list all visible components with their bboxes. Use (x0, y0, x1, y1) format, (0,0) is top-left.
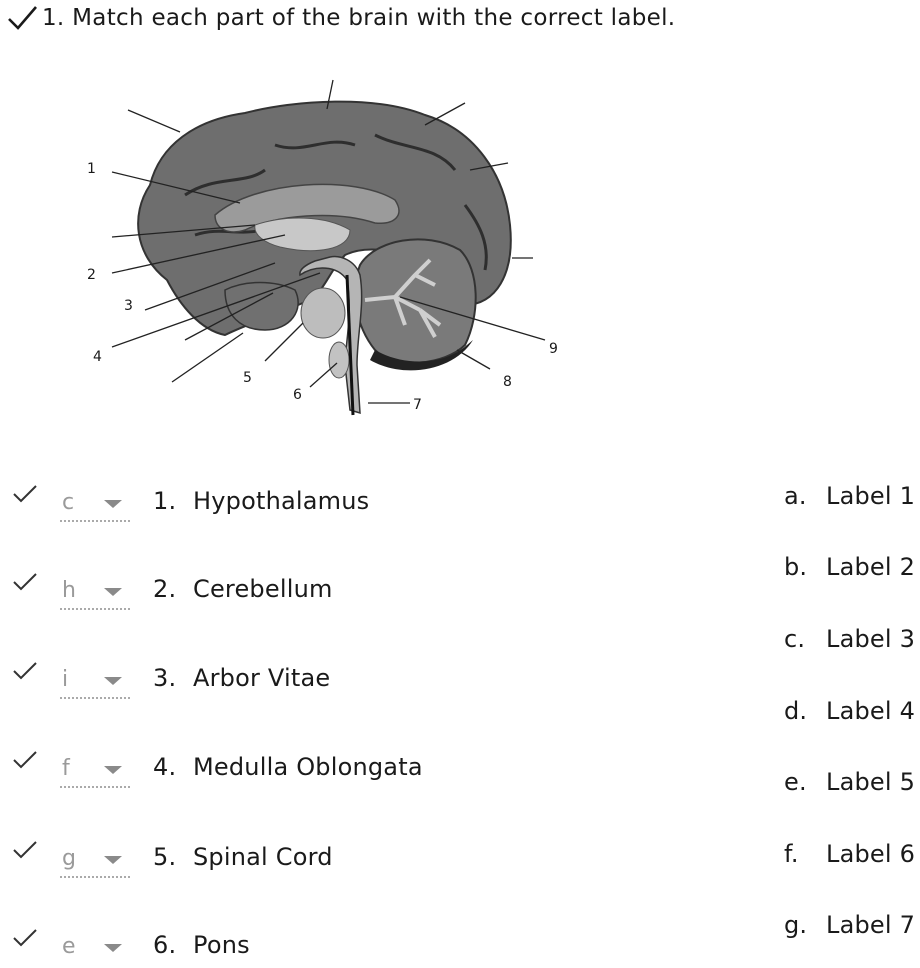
term-number: 6. (153, 931, 177, 959)
option-letter: g. (784, 911, 808, 939)
option-letter: b. (784, 553, 808, 581)
figure-label-2: 2 (87, 267, 96, 283)
term-number: 3. (153, 664, 177, 692)
figure-label-1: 1 (87, 161, 96, 177)
option-label: Label 7 (826, 911, 916, 939)
option-label: Label 6 (826, 840, 916, 868)
option-letter: f. (784, 840, 799, 868)
question-text: 1. Match each part of the brain with the… (42, 5, 676, 31)
term-text: Spinal Cord (193, 843, 333, 871)
checkmark-icon (13, 485, 37, 503)
dropdown-value: h (62, 578, 76, 603)
option-item: e. Label 5 (784, 768, 915, 796)
term-text: Pons (193, 931, 250, 959)
term-label: 4. Medulla Oblongata (153, 753, 423, 781)
answer-dropdown[interactable]: h (56, 578, 132, 612)
answer-dropdown[interactable]: c (56, 490, 132, 524)
checkmark-icon (13, 841, 37, 859)
caret-down-icon (104, 766, 122, 774)
arbor-vitae-shape (364, 258, 442, 338)
answer-dropdown[interactable]: g (56, 846, 132, 880)
leader-lines (111, 79, 546, 404)
corpus-callosum-shape (214, 183, 400, 233)
answer-dropdown[interactable]: e (56, 934, 132, 968)
figure-label-8: 8 (503, 374, 512, 390)
caret-down-icon (104, 944, 122, 952)
checkmark-icon (13, 929, 37, 947)
question-header: 1. Match each part of the brain with the… (6, 4, 675, 32)
term-text: Hypothalamus (193, 487, 370, 515)
option-item: b. Label 2 (784, 553, 915, 581)
figure-label-5: 5 (243, 370, 252, 386)
dropdown-value: e (62, 934, 76, 959)
checkmark-icon (8, 6, 37, 30)
option-item: d. Label 4 (784, 697, 915, 725)
option-label: Label 2 (826, 553, 916, 581)
option-item: f. Label 6 (784, 840, 915, 868)
term-label: 6. Pons (153, 931, 250, 959)
dropdown-value: f (62, 756, 70, 781)
brain-diagram: 1 2 3 4 5 6 7 8 9 (75, 75, 585, 420)
caret-down-icon (104, 856, 122, 864)
dropdown-underline (60, 608, 130, 610)
dropdown-value: i (62, 667, 69, 692)
thalamus-shape (254, 217, 351, 252)
brain-diagram-svg: 1 2 3 4 5 6 7 8 9 (87, 79, 558, 416)
option-item: a. Label 1 (784, 482, 915, 510)
caret-down-icon (104, 500, 122, 508)
dropdown-underline (60, 697, 130, 699)
checkmark-icon (13, 751, 37, 769)
figure-label-6: 6 (293, 387, 302, 403)
dropdown-value: c (62, 490, 75, 515)
option-letter: a. (784, 482, 807, 510)
dropdown-underline (60, 876, 130, 878)
term-text: Medulla Oblongata (193, 753, 423, 781)
option-letter: e. (784, 768, 807, 796)
dropdown-underline (60, 520, 130, 522)
option-letter: c. (784, 625, 806, 653)
caret-down-icon (104, 677, 122, 685)
figure-label-7: 7 (413, 397, 422, 413)
term-label: 3. Arbor Vitae (153, 664, 330, 692)
option-label: Label 5 (826, 768, 916, 796)
option-letter: d. (784, 697, 808, 725)
figure-label-4: 4 (93, 349, 102, 365)
dropdown-underline (60, 786, 130, 788)
option-item: g. Label 7 (784, 911, 915, 939)
checkmark-icon (13, 573, 37, 591)
option-label: Label 4 (826, 697, 916, 725)
term-number: 5. (153, 843, 177, 871)
term-text: Cerebellum (193, 575, 333, 603)
figure-label-9: 9 (549, 341, 558, 357)
option-label: Label 3 (826, 625, 916, 653)
caret-down-icon (104, 588, 122, 596)
figure-label-3: 3 (124, 298, 133, 314)
term-number: 4. (153, 753, 177, 781)
term-label: 2. Cerebellum (153, 575, 333, 603)
term-number: 2. (153, 575, 177, 603)
dropdown-value: g (62, 846, 76, 871)
term-label: 1. Hypothalamus (153, 487, 369, 515)
term-number: 1. (153, 487, 177, 515)
answer-dropdown[interactable]: f (56, 756, 132, 790)
answer-dropdown[interactable]: i (56, 667, 132, 701)
term-text: Arbor Vitae (193, 664, 331, 692)
option-label: Label 1 (826, 482, 916, 510)
option-item: c. Label 3 (784, 625, 915, 653)
term-label: 5. Spinal Cord (153, 843, 333, 871)
checkmark-icon (13, 662, 37, 680)
